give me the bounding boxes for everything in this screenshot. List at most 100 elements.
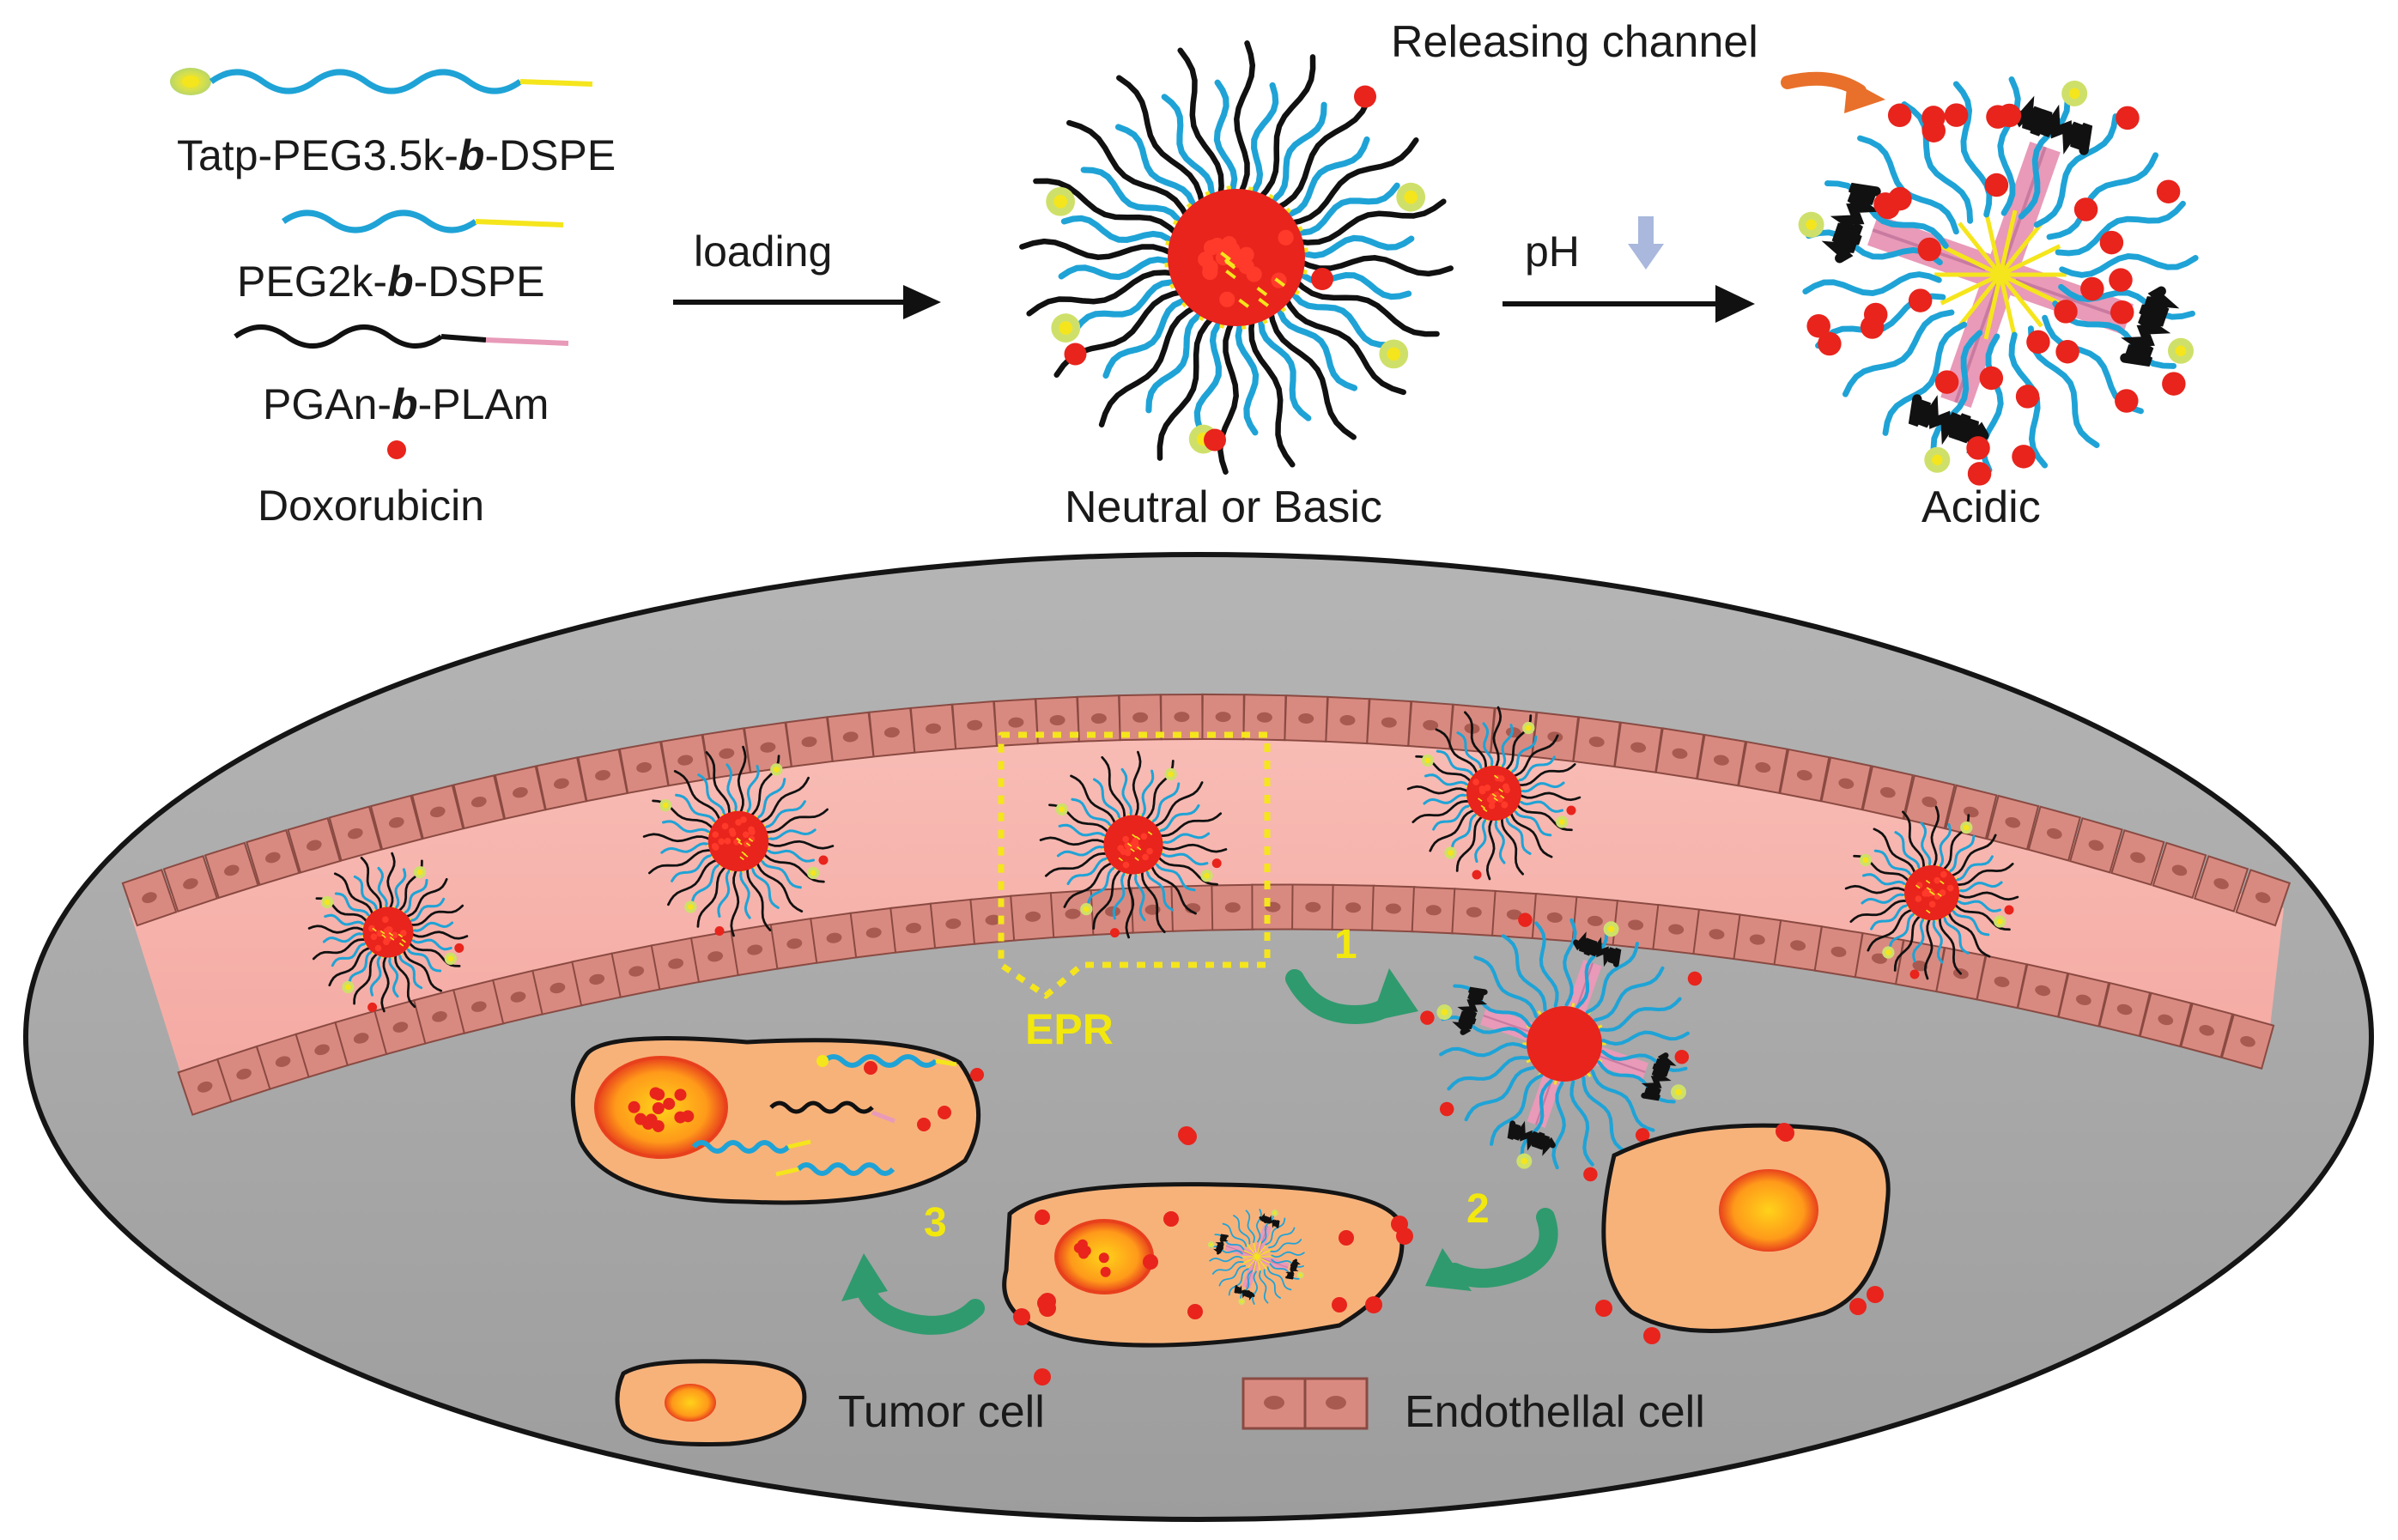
dspe-linker bbox=[1256, 287, 1268, 296]
step1-label: 1 bbox=[1334, 922, 1357, 967]
peg-strand bbox=[1274, 300, 1358, 391]
doxorubicin-dot bbox=[1187, 1304, 1203, 1319]
peg-strand bbox=[322, 932, 367, 943]
doxorubicin-dot bbox=[368, 925, 375, 932]
doxorubicin-dot bbox=[674, 1111, 687, 1124]
pga-strand bbox=[1033, 178, 1181, 239]
dspe-linker bbox=[1999, 221, 2043, 276]
peg-strand bbox=[348, 949, 376, 986]
pga-strand bbox=[1511, 734, 1559, 779]
pga-strand bbox=[1157, 312, 1217, 461]
pga-strand bbox=[1873, 828, 1917, 876]
pga-helix bbox=[1285, 1258, 1301, 1280]
dspe-linker bbox=[1958, 221, 2002, 276]
doxorubicin-dot bbox=[391, 931, 398, 939]
doxorubicin-dot bbox=[1122, 861, 1130, 869]
endothelial-cell bbox=[1331, 883, 1375, 931]
tatp-ligand-center bbox=[1387, 347, 1401, 361]
endothelial-cell bbox=[1854, 931, 1905, 985]
doxorubicin-dot bbox=[1849, 1298, 1867, 1315]
tatp-ligand-center bbox=[1240, 1300, 1243, 1303]
endothelial-cell bbox=[929, 898, 977, 949]
endothelial-cell bbox=[1696, 733, 1747, 787]
endothelial-cell bbox=[1118, 694, 1163, 742]
pga-helix bbox=[1259, 1213, 1280, 1228]
endothelial-cell bbox=[689, 930, 741, 984]
pga-strand bbox=[312, 938, 368, 961]
tatp-ligand-center bbox=[688, 904, 694, 910]
peg-strand bbox=[1158, 832, 1211, 845]
peg-strand bbox=[1861, 873, 1909, 888]
pga-helix bbox=[1234, 1285, 1255, 1301]
vessel-lumen bbox=[129, 720, 2284, 1088]
doxorubicin-dot bbox=[1163, 1211, 1179, 1227]
peg-strand bbox=[1286, 285, 1393, 349]
tatp-ligand-center bbox=[1204, 872, 1210, 879]
peg-strand bbox=[758, 856, 802, 889]
dspe-linker bbox=[738, 840, 743, 846]
doxorubicin-dot bbox=[2015, 385, 2040, 409]
endothelial-cell bbox=[494, 765, 547, 820]
peg-strand bbox=[1943, 912, 1970, 955]
peg-strand bbox=[1209, 1255, 1243, 1263]
tatp-ligand-center bbox=[1448, 850, 1454, 856]
peg-strand bbox=[1233, 1215, 1251, 1245]
doxorubicin-dot bbox=[1204, 428, 1226, 452]
peg-strand bbox=[353, 875, 378, 914]
doxorubicin-dot bbox=[1595, 1300, 1612, 1317]
peg-strand bbox=[1222, 1222, 1248, 1247]
pga-strand bbox=[762, 852, 825, 883]
peg-strand bbox=[1954, 881, 2003, 893]
peg-strand bbox=[1894, 831, 1921, 873]
doxorubicin-dot bbox=[721, 822, 729, 830]
pga-strand bbox=[380, 954, 390, 1013]
doxorubicin-dot bbox=[1202, 264, 1218, 281]
dspe-linker bbox=[398, 943, 404, 947]
endothelial-cell bbox=[1894, 939, 1946, 993]
endothelial-cell bbox=[287, 816, 342, 874]
endothelial-cell bbox=[2139, 991, 2193, 1048]
dspe-linker bbox=[1253, 1256, 1258, 1273]
pga-strand bbox=[386, 852, 396, 911]
pga-pla-polymer-icon bbox=[234, 324, 569, 349]
dspe-linker bbox=[389, 937, 395, 941]
peg-strand bbox=[1952, 855, 1994, 882]
peg-strand bbox=[1058, 823, 1109, 840]
tatp-ligand-center bbox=[1525, 725, 1532, 731]
peg-strand bbox=[1056, 845, 1108, 858]
peg-strand bbox=[331, 943, 370, 967]
dspe-linker bbox=[1274, 277, 1286, 288]
doxorubicin-dot bbox=[742, 831, 750, 839]
endothelial-cell bbox=[2220, 1013, 2275, 1070]
doxorubicin-dot bbox=[1117, 845, 1125, 852]
endothelial-cell bbox=[1371, 884, 1416, 933]
pga-strand bbox=[1952, 901, 2011, 931]
dspe-linker bbox=[1246, 1256, 1258, 1270]
tatp-ligand-center bbox=[1862, 857, 1869, 864]
doxorubicin-dot bbox=[374, 944, 382, 952]
pga-strand bbox=[1156, 854, 1218, 886]
peg-strand bbox=[1861, 893, 1909, 905]
doxorubicin-dot bbox=[2099, 230, 2124, 255]
endothelial-cell bbox=[1291, 883, 1335, 931]
doxorubicin-dot bbox=[1944, 103, 1969, 127]
dspe-linker bbox=[745, 842, 751, 847]
doxorubicin-dot bbox=[1928, 900, 1936, 908]
dspe-linker bbox=[1136, 846, 1142, 851]
dspe-linker bbox=[1256, 1256, 1272, 1264]
pga-strand bbox=[1157, 812, 1223, 837]
peg-strand bbox=[1060, 215, 1180, 248]
doxorubicin-dot bbox=[1142, 853, 1149, 861]
dspe-linker bbox=[381, 934, 386, 938]
pga-strand bbox=[1026, 270, 1180, 317]
endothelial-cell bbox=[328, 805, 383, 862]
doxorubicin-dot bbox=[2115, 389, 2139, 413]
peg-strand bbox=[822, 1054, 938, 1068]
loading-arrow: loading bbox=[673, 227, 941, 319]
doxorubicin-dot bbox=[1986, 105, 2010, 129]
ph-arrow: pH bbox=[1503, 216, 1755, 323]
bottom-legend: Tumor cell Endothellal cell bbox=[615, 1359, 1705, 1446]
dspe-linker bbox=[1256, 1256, 1261, 1273]
endothelial-cell bbox=[177, 1058, 234, 1116]
peg-strand bbox=[406, 897, 446, 922]
